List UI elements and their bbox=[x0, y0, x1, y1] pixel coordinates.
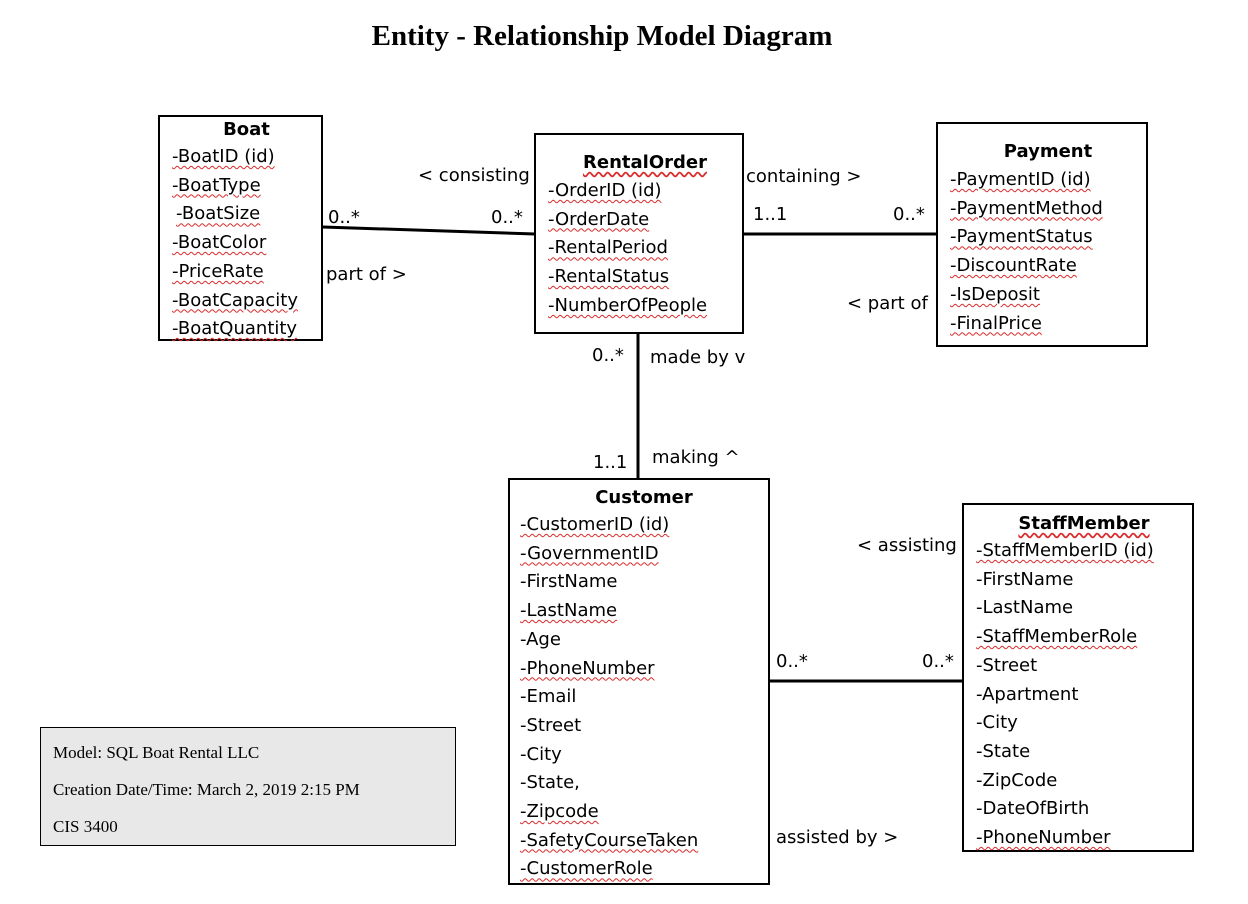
attr-staff-date-of-birth: -DateOfBirth bbox=[976, 798, 1090, 820]
rel-customer-staff-verb-top: < assisting bbox=[857, 535, 957, 556]
attr-number-of-people: -NumberOfPeople bbox=[548, 294, 708, 316]
attr-street: -Street bbox=[520, 714, 582, 736]
attr-boat-quantity: -BoatQuantity bbox=[172, 318, 298, 340]
attr-rental-status: -RentalStatus bbox=[548, 266, 670, 288]
attr-boat-id: -BoatID (id) bbox=[172, 146, 275, 167]
attr-boat-type: -BoatType bbox=[172, 174, 261, 196]
entity-customer: Customer -CustomerID (id) -GovernmentID … bbox=[508, 478, 770, 885]
entity-name-boat: Boat bbox=[223, 119, 270, 140]
attr-order-date: -OrderDate bbox=[548, 208, 650, 230]
attr-safety-course-taken: -SafetyCourseTaken bbox=[520, 829, 699, 851]
attr-staff-first-name: -FirstName bbox=[976, 568, 1074, 590]
rel-customer-staff-card-customer: 0..* bbox=[776, 651, 808, 672]
course-text: CIS 3400 bbox=[53, 817, 118, 836]
attr-price-rate: -PriceRate bbox=[172, 260, 264, 282]
attr-staff-zipcode: -ZipCode bbox=[976, 769, 1058, 791]
attr-zipcode: -Zipcode bbox=[520, 801, 599, 823]
attr-city: -City bbox=[520, 743, 562, 765]
attr-customer-role: -CustomerRole bbox=[520, 858, 653, 880]
rel-boat-order-card-boat: 0..* bbox=[328, 207, 360, 228]
attr-boat-capacity: -BoatCapacity bbox=[172, 289, 298, 311]
boat-order-line bbox=[322, 225, 536, 236]
model-info-box: Model: SQL Boat Rental LLC Creation Date… bbox=[40, 727, 456, 846]
attr-final-price: -FinalPrice bbox=[950, 312, 1042, 334]
attr-staff-apartment: -Apartment bbox=[976, 683, 1079, 705]
attr-staff-state: -State bbox=[976, 740, 1031, 762]
attr-rental-period: -RentalPeriod bbox=[548, 237, 668, 259]
rel-order-payment-card-order: 1..1 bbox=[753, 204, 788, 225]
entity-name-payment: Payment bbox=[1003, 141, 1093, 162]
entity-name-rental-order: RentalOrder bbox=[583, 152, 707, 173]
attr-staff-phone-number: -PhoneNumber bbox=[976, 827, 1111, 849]
rel-customer-staff-verb-bottom: assisted by > bbox=[776, 827, 899, 848]
attr-staff-street: -Street bbox=[976, 654, 1038, 676]
rel-order-customer-card-customer: 1..1 bbox=[593, 452, 628, 473]
attr-staff-city: -City bbox=[976, 712, 1018, 734]
attr-payment-method: -PaymentMethod bbox=[950, 197, 1103, 219]
attr-government-id: -GovernmentID bbox=[520, 542, 659, 564]
entity-payment: Payment -PaymentID (id) -PaymentMethod -… bbox=[936, 122, 1148, 347]
attr-discount-rate: -DiscountRate bbox=[950, 255, 1077, 277]
rel-order-customer-verb-bottom: making ^ bbox=[652, 447, 740, 468]
attr-order-id: -OrderID (id) bbox=[548, 180, 662, 201]
attr-boat-size: -BoatSize bbox=[176, 203, 261, 225]
attr-is-deposit: -IsDeposit bbox=[950, 283, 1040, 305]
model-name-text: Model: SQL Boat Rental LLC bbox=[53, 743, 260, 762]
attr-email: -Email bbox=[520, 686, 577, 708]
entity-name-customer: Customer bbox=[595, 487, 693, 508]
attr-boat-color: -BoatColor bbox=[172, 232, 267, 254]
entity-name-staff-member: StaffMember bbox=[1018, 513, 1150, 534]
rel-order-customer-verb-top: made by v bbox=[650, 347, 746, 368]
attr-customer-id: -CustomerID (id) bbox=[520, 514, 670, 535]
rel-order-customer-card-order: 0..* bbox=[592, 345, 624, 366]
rel-boat-order-card-order: 0..* bbox=[491, 207, 523, 228]
rel-order-payment-card-payment: 0..* bbox=[893, 204, 925, 225]
rel-customer-staff-card-staff: 0..* bbox=[922, 651, 954, 672]
attr-payment-status: -PaymentStatus bbox=[950, 226, 1093, 248]
entity-boat: Boat -BoatID (id) -BoatType -BoatSize -B… bbox=[158, 115, 323, 341]
attr-state: -State, bbox=[520, 772, 580, 794]
rel-order-payment-verb-bottom: < part of bbox=[847, 293, 928, 314]
rel-order-payment-verb-top: containing > bbox=[746, 166, 862, 187]
attr-staff-last-name: -LastName bbox=[976, 597, 1074, 619]
creation-date-text: Creation Date/Time: March 2, 2019 2:15 P… bbox=[53, 780, 360, 799]
attr-staff-member-id: -StaffMemberID (id) bbox=[976, 540, 1154, 561]
attr-last-name: -LastName bbox=[520, 600, 618, 622]
entity-rental-order: RentalOrder -OrderID (id) -OrderDate -Re… bbox=[534, 133, 744, 334]
entity-staff-member: StaffMember -StaffMemberID (id) -FirstNa… bbox=[962, 503, 1194, 852]
attr-phone-number: -PhoneNumber bbox=[520, 657, 655, 679]
rel-boat-order-verb-bottom: part of > bbox=[326, 264, 407, 285]
diagram-title: Entity - Relationship Model Diagram bbox=[371, 20, 833, 52]
attr-first-name: -FirstName bbox=[520, 571, 618, 593]
attr-payment-id: -PaymentID (id) bbox=[950, 169, 1091, 190]
rel-boat-order-verb-top: < consisting bbox=[418, 165, 530, 186]
attr-age: -Age bbox=[520, 628, 561, 650]
attr-staff-member-role: -StaffMemberRole bbox=[976, 626, 1138, 648]
